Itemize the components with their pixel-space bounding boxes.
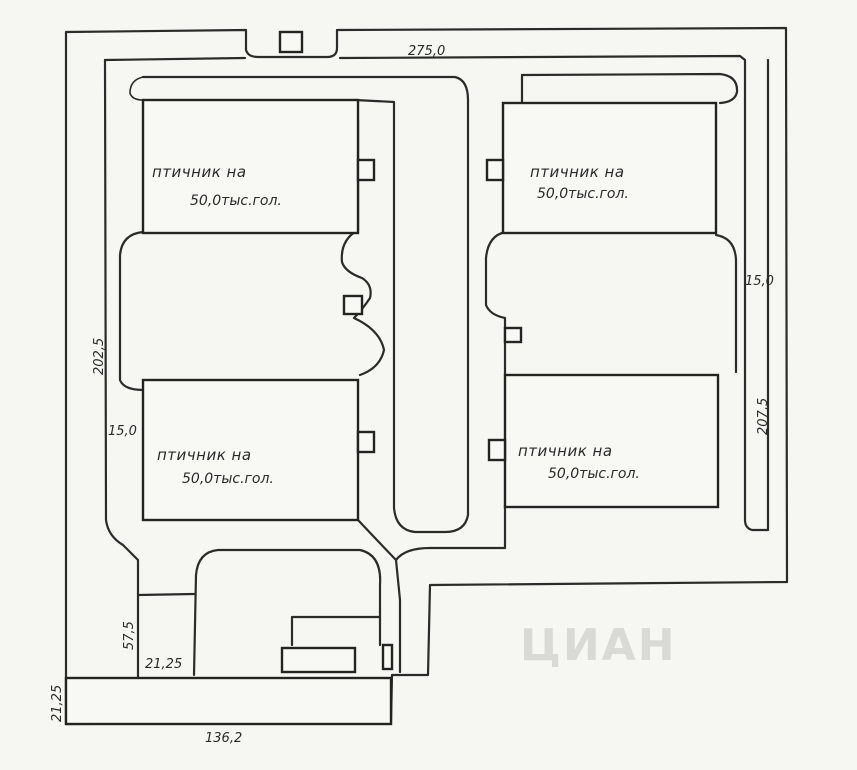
loop-road-right bbox=[520, 72, 739, 105]
loop-road-left bbox=[141, 75, 470, 534]
dim-gap-left: 15,0 bbox=[108, 424, 137, 439]
building-4 bbox=[503, 373, 720, 509]
annex-5 bbox=[356, 430, 376, 454]
lower-left-lot bbox=[136, 592, 196, 597]
building-2-line1: птичник на bbox=[530, 163, 625, 181]
loop-road-left-inner bbox=[129, 76, 144, 101]
building-2-line2: 50,0тыс.гол. bbox=[537, 186, 629, 202]
dim-left: 202,5 bbox=[92, 338, 107, 375]
dim-right: 207,5 bbox=[756, 398, 771, 435]
dim-bottom: 136,2 bbox=[205, 731, 242, 746]
road-edge-right-inner bbox=[743, 58, 770, 532]
annex-4 bbox=[503, 326, 523, 344]
building-4-line1: птичник на bbox=[518, 442, 613, 460]
center-road bbox=[340, 98, 386, 377]
bottom-strip bbox=[64, 676, 393, 726]
center-road-bottom bbox=[394, 503, 507, 562]
lower-block bbox=[192, 548, 382, 677]
gate-house bbox=[278, 30, 304, 54]
site-boundary bbox=[64, 26, 789, 726]
left-yard bbox=[118, 230, 145, 392]
lower-small-lot bbox=[290, 615, 382, 647]
bottom-building bbox=[280, 646, 357, 674]
annex-6 bbox=[487, 438, 507, 462]
bottom-kiosk bbox=[381, 643, 394, 671]
building-1 bbox=[141, 98, 360, 235]
dim-gap-right: 15,0 bbox=[745, 274, 774, 289]
building-3-line1: птичник на bbox=[157, 446, 252, 464]
watermark: ЦИАН bbox=[520, 620, 677, 671]
right-yard bbox=[484, 230, 507, 377]
annex-3 bbox=[342, 294, 364, 316]
building-2 bbox=[501, 101, 718, 235]
dim-top: 275,0 bbox=[408, 44, 445, 59]
building-1-line2: 50,0тыс.гол. bbox=[190, 193, 282, 209]
road-edge-left bbox=[103, 58, 140, 679]
dim-bottom-strip-vertical: 21,25 bbox=[50, 685, 65, 722]
road-edge-top-mid bbox=[338, 54, 747, 522]
building-1-line1: птичник на bbox=[152, 163, 247, 181]
annex-1 bbox=[356, 158, 376, 182]
building-4-line2: 50,0тыс.гол. bbox=[548, 466, 640, 482]
building-3-line2: 50,0тыс.гол. bbox=[182, 471, 274, 487]
annex-2 bbox=[485, 158, 505, 182]
right-yard-edge bbox=[714, 233, 738, 374]
dim-lower-left-horizontal: 21,25 bbox=[145, 657, 182, 672]
road-edge-top-left bbox=[103, 56, 247, 62]
dim-lower-left-vertical: 57,5 bbox=[122, 621, 137, 650]
